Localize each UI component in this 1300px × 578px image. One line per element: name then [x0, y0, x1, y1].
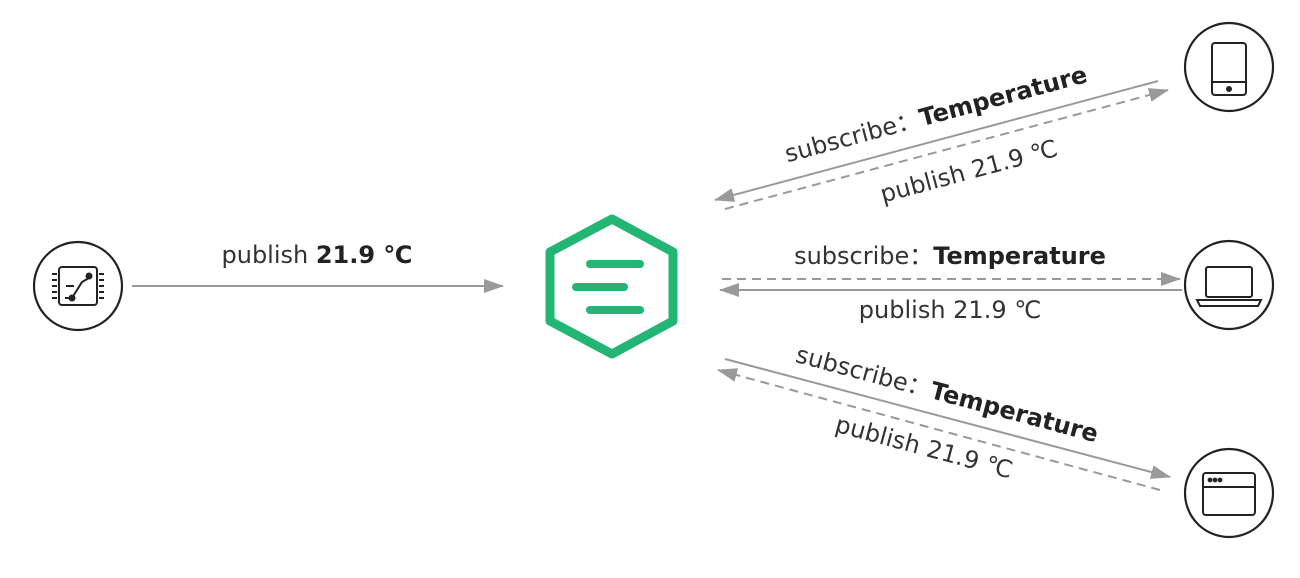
phone-publish-label: publish 21.9 ℃: [877, 134, 1060, 208]
browser-publish-label: publish 21.9 ℃: [832, 410, 1015, 484]
publisher-publish-label: publish 21.9 ℃: [222, 241, 413, 269]
laptop-publish-label: publish 21.9 ℃: [859, 296, 1041, 324]
publisher-node: [32, 240, 124, 332]
phone-publish-arrow: [724, 88, 1169, 210]
laptop-icon: [1195, 266, 1263, 307]
laptop-subscribe-label: subscribe：Temperature: [794, 242, 1106, 270]
subscriber-laptop-node: [1183, 239, 1275, 331]
phone-subscribe-arrow: [714, 80, 1159, 202]
subscriber-phone-node: [1183, 21, 1275, 113]
browser-subscribe-arrow: [724, 358, 1171, 479]
smartphone-icon: [1211, 42, 1247, 96]
broker-logo: [545, 214, 678, 359]
subscriber-browser-node: [1183, 447, 1275, 539]
circuit-board-icon: [52, 266, 104, 306]
browser-publish-arrow: [717, 368, 1161, 491]
browser-window-icon: [1202, 472, 1256, 516]
